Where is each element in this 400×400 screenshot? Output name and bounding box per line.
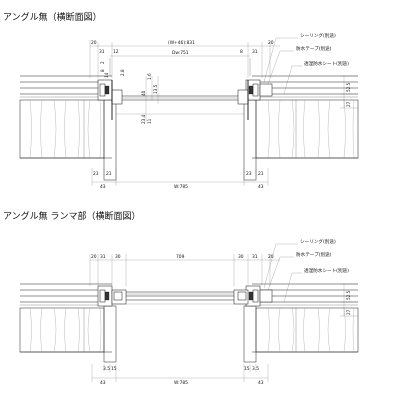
- dims-mid-1: 40 1.6 13.5 23.4 11: [141, 73, 159, 124]
- note-1-2: 透湿防水シート(別途): [304, 60, 349, 67]
- dim-2-b-1: 15: [111, 366, 117, 372]
- notes-1: シーリング(別途) 防水テープ(別途) 透湿防水シート(別途): [263, 32, 349, 95]
- dim-1-mid-2: 13.5: [153, 84, 158, 94]
- diagram-2-title: アングル無 ランマ部（横断面図）: [3, 210, 141, 222]
- dim-2-top-4: 30: [238, 254, 244, 260]
- dim-1-top-1: 31: [99, 49, 105, 55]
- wall-layers-2: [20, 283, 358, 353]
- dim-1-top-3: (W+46):831: [168, 40, 195, 46]
- dim-2-top-6: 20: [268, 254, 274, 260]
- diagram-1: アングル無（横断面図）: [3, 11, 359, 190]
- dims-top-2: 20 31 30 709 30 31 20: [89, 254, 280, 286]
- note-2-2: 透湿防水シート(別途): [304, 267, 349, 274]
- dim-2-r-0: 52.5: [346, 290, 351, 300]
- dims-left-small-1: 2 8 14 2.8: [100, 61, 125, 78]
- dim-1-r-1: 27: [346, 101, 351, 107]
- dim-2-r-1: 27: [346, 309, 351, 315]
- dim-1-ls-2: 14: [104, 72, 109, 78]
- dim-1-ls-0: 2: [100, 61, 105, 64]
- dim-2-top-2: 30: [115, 254, 121, 260]
- dim-2-b-5: W:785: [174, 380, 188, 386]
- dims-top-1: 20 31 12 (W+46):831 Dw:751 8 31 20: [89, 40, 280, 78]
- dim-1-b-6: 43: [258, 184, 264, 190]
- dim-1-r-0: 52.5: [346, 82, 351, 92]
- dim-1-b-2: 43: [100, 184, 106, 190]
- frame-right-2: [233, 285, 273, 363]
- dim-1-b-1: 21: [106, 171, 112, 177]
- dim-1-top-4: Dw:751: [172, 50, 189, 56]
- diagram-2: アングル無 ランマ部（横断面図）: [3, 210, 359, 386]
- dim-1-mid-3: 23.4: [141, 114, 146, 124]
- note-2-1: 防水テープ(別途): [296, 251, 332, 258]
- wall-layers-1: [20, 75, 358, 159]
- dim-2-b-3: 3.5: [252, 366, 259, 372]
- dim-1-b-3: W:785: [174, 184, 188, 190]
- dim-1-b-4: 23: [246, 171, 252, 177]
- frame-right-1: [237, 58, 273, 181]
- dim-2-top-1: 31: [100, 254, 106, 260]
- dims-bottom-2: 3.5 15 15 3.5 43 W:785 43: [91, 364, 269, 386]
- dim-1-top-2: 12: [113, 49, 119, 55]
- note-1-0: シーリング(別途): [300, 32, 336, 39]
- studs-1: [19, 99, 359, 159]
- dim-1-mid-4: 11: [147, 118, 152, 124]
- diagram-1-title: アングル無（横断面図）: [3, 11, 102, 23]
- glazing-2: [126, 291, 234, 305]
- dim-1-top-6: 31: [252, 49, 258, 55]
- dim-1-ls-3: 2.8: [120, 69, 125, 76]
- dim-1-top-7: 20: [268, 40, 274, 46]
- dim-1-ls-1: 8: [100, 69, 105, 72]
- dims-right-2: 52.5 27: [340, 283, 358, 317]
- frame-left-1: [97, 58, 123, 181]
- dim-2-b-2: 15: [244, 366, 250, 372]
- dim-2-top-3: 709: [176, 254, 185, 260]
- dim-1-mid-0: 40: [141, 90, 146, 96]
- dim-1-b-0: 23: [93, 171, 99, 177]
- dim-2-b-0: 3.5: [103, 366, 110, 372]
- note-2-0: シーリング(別途): [300, 238, 336, 245]
- studs-2: [19, 307, 359, 353]
- frame-left-2: [97, 285, 127, 363]
- glazing-1: [116, 95, 244, 115]
- dim-1-b-5: 21: [258, 171, 264, 177]
- dim-2-b-6: 43: [258, 380, 264, 386]
- dim-2-top-5: 31: [252, 254, 258, 260]
- notes-2: シーリング(別途) 防水テープ(別途) 透湿防水シート(別途): [263, 238, 349, 303]
- dim-2-top-0: 20: [91, 254, 97, 260]
- note-1-1: 防水テープ(別途): [296, 45, 332, 52]
- dims-bottom-1: 23 21 43 W:785 23 21 43: [91, 168, 269, 190]
- dim-1-top-5: 8: [240, 49, 243, 55]
- dim-1-mid-1: 1.6: [147, 73, 152, 80]
- dim-1-top-0: 20: [91, 40, 97, 46]
- dim-2-b-4: 43: [100, 380, 106, 386]
- dims-right-1: 52.5 27: [340, 75, 358, 109]
